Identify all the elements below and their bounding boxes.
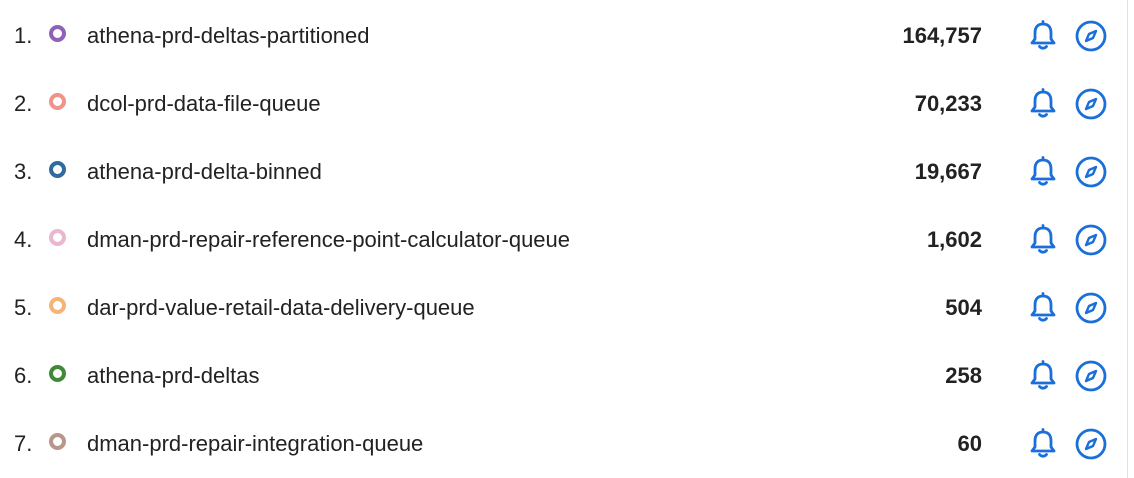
compass-icon bbox=[1075, 360, 1107, 392]
bell-icon bbox=[1030, 88, 1056, 118]
queue-name: dcol-prd-data-file-queue bbox=[87, 91, 321, 116]
queue-name: dar-prd-value-retail-data-delivery-queue bbox=[87, 295, 475, 320]
queue-value: 1,602 bbox=[926, 227, 982, 252]
rank-number: 6. bbox=[14, 363, 33, 388]
queue-name: dman-prd-repair-reference-point-calculat… bbox=[87, 227, 571, 252]
compass-icon bbox=[1075, 428, 1107, 460]
queue-name: athena-prd-deltas bbox=[87, 363, 260, 388]
alarm-button[interactable] bbox=[1026, 87, 1060, 121]
compass-icon bbox=[1075, 20, 1107, 52]
list-item: 6. athena-prd-deltas 258 bbox=[0, 342, 1127, 410]
rank-number: 1. bbox=[14, 23, 33, 48]
queue-value: 19,667 bbox=[914, 159, 982, 184]
bell-icon bbox=[1030, 156, 1056, 186]
series-color-dot bbox=[49, 365, 66, 382]
series-color-dot bbox=[49, 229, 66, 246]
queue-name: athena-prd-delta-binned bbox=[87, 159, 322, 184]
alarm-button[interactable] bbox=[1026, 359, 1060, 393]
list-item: 7. dman-prd-repair-integration-queue 60 bbox=[0, 410, 1127, 478]
list-item: 2. dcol-prd-data-file-queue 70,233 bbox=[0, 70, 1127, 138]
series-color-dot bbox=[49, 433, 66, 450]
queue-name: athena-prd-deltas-partitioned bbox=[87, 23, 370, 48]
list-item: 4. dman-prd-repair-reference-point-calcu… bbox=[0, 206, 1127, 274]
queue-value: 504 bbox=[945, 295, 982, 320]
queue-name: dman-prd-repair-integration-queue bbox=[87, 431, 424, 456]
alarm-button[interactable] bbox=[1026, 427, 1060, 461]
queue-value: 164,757 bbox=[902, 23, 982, 48]
compass-icon bbox=[1075, 224, 1107, 256]
explore-button[interactable] bbox=[1074, 19, 1108, 53]
explore-button[interactable] bbox=[1074, 223, 1108, 257]
bell-icon bbox=[1030, 428, 1056, 458]
rank-number: 7. bbox=[14, 431, 33, 456]
compass-icon bbox=[1075, 88, 1107, 120]
list-item: 1. athena-prd-deltas-partitioned 164,757 bbox=[0, 2, 1127, 70]
queue-value: 258 bbox=[945, 363, 982, 388]
series-color-dot bbox=[49, 25, 66, 42]
rank-number: 3. bbox=[14, 159, 33, 184]
series-color-dot bbox=[49, 297, 66, 314]
explore-button[interactable] bbox=[1074, 155, 1108, 189]
explore-button[interactable] bbox=[1074, 291, 1108, 325]
alarm-button[interactable] bbox=[1026, 155, 1060, 189]
list-item: 3. athena-prd-delta-binned 19,667 bbox=[0, 138, 1127, 206]
bell-icon bbox=[1030, 360, 1056, 390]
bell-icon bbox=[1030, 292, 1056, 322]
rank-number: 4. bbox=[14, 227, 33, 252]
panel-divider bbox=[1127, 0, 1128, 478]
series-color-dot bbox=[49, 93, 66, 110]
rank-number: 2. bbox=[14, 91, 33, 116]
bell-icon bbox=[1030, 20, 1056, 50]
alarm-button[interactable] bbox=[1026, 223, 1060, 257]
compass-icon bbox=[1075, 292, 1107, 324]
rank-number: 5. bbox=[14, 295, 33, 320]
bell-icon bbox=[1030, 224, 1056, 254]
alarm-button[interactable] bbox=[1026, 19, 1060, 53]
series-color-dot bbox=[49, 161, 66, 178]
explore-button[interactable] bbox=[1074, 359, 1108, 393]
compass-icon bbox=[1075, 156, 1107, 188]
list-item: 5. dar-prd-value-retail-data-delivery-qu… bbox=[0, 274, 1127, 342]
queue-value: 70,233 bbox=[914, 91, 982, 116]
explore-button[interactable] bbox=[1074, 427, 1108, 461]
explore-button[interactable] bbox=[1074, 87, 1108, 121]
queue-value: 60 bbox=[957, 431, 982, 456]
alarm-button[interactable] bbox=[1026, 291, 1060, 325]
